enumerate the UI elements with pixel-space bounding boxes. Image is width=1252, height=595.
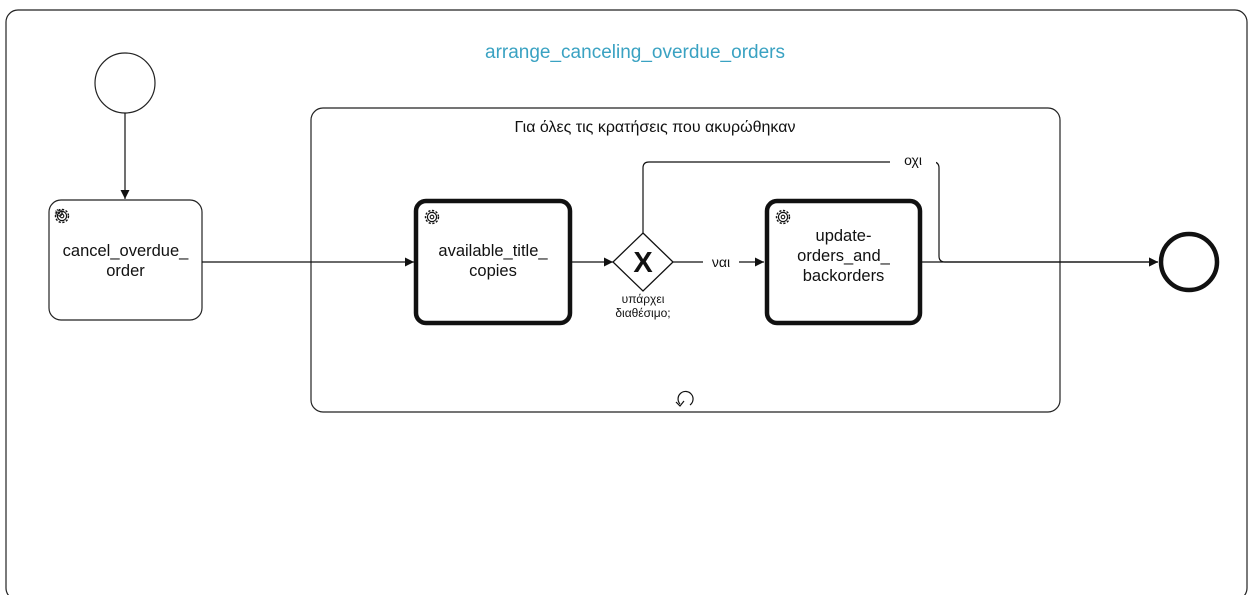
exclusive-gateway[interactable]: [612, 232, 674, 292]
loop-arrow-icon: [675, 390, 694, 407]
flow-no: [642, 161, 1158, 267]
task-cancel-overdue-order[interactable]: [48, 199, 203, 321]
task-label-update-orders-and-backorders: update- orders_and_ backorders: [797, 227, 890, 285]
diagram-title: arrange_canceling_overdue_orders: [485, 42, 785, 63]
start-event[interactable]: [94, 52, 156, 114]
task-label-cancel-overdue-order: cancel_overdue_ order: [62, 242, 189, 280]
gateway-label: υπάρχει διαθέσιμο;: [615, 292, 671, 321]
flow-label-yes: ναι: [711, 254, 731, 270]
yes-label-background: [703, 254, 739, 270]
gateway-symbol: X: [633, 247, 653, 279]
subprocess-container[interactable]: [310, 107, 1061, 413]
end-event[interactable]: [1158, 231, 1220, 293]
no-label-background: [890, 154, 936, 170]
flow-label-no: οχι: [904, 152, 922, 168]
subprocess-label: Για όλες τις κρατήσεις που ακυρώθηκαν: [514, 119, 796, 136]
process-pool-frame: [5, 9, 1248, 595]
task-label-available-title-copies: available_title_ copies: [438, 242, 548, 280]
